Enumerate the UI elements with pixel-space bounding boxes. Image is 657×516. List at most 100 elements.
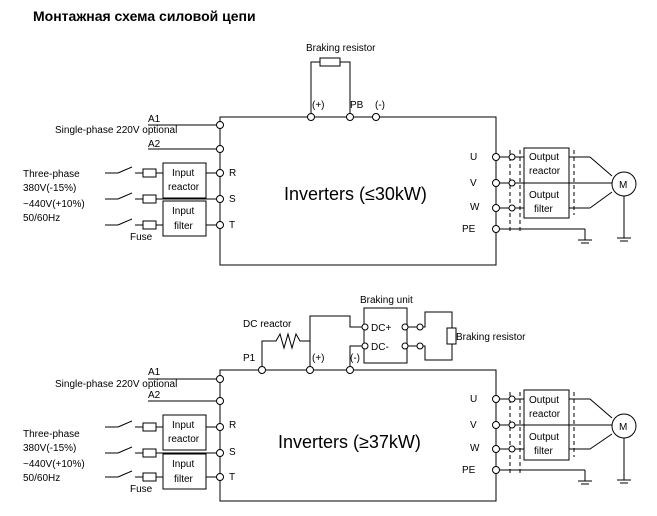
- input-reactor-box-top: [162, 162, 207, 199]
- terminal-a1-bottom: [216, 375, 224, 383]
- terminal-r-bottom: [216, 423, 224, 431]
- w-label-bottom: W: [470, 443, 480, 454]
- braking-unit-box: [363, 307, 408, 364]
- supply-line-2-bottom: 380V(-15%): [23, 443, 76, 454]
- a2-label-bottom: A2: [148, 390, 161, 401]
- dc-minus-label: DC-: [371, 342, 389, 353]
- inverter-label-bottom: Inverters (≥37kW): [278, 432, 421, 452]
- input-reactor-label-2-bottom: reactor: [168, 434, 200, 445]
- t-label-top: T: [229, 220, 235, 231]
- motor-ground-bottom: [617, 438, 631, 484]
- s-label-top: S: [229, 194, 236, 205]
- terminal-br-2: [416, 342, 424, 350]
- output-reactor-label-2-bottom: reactor: [529, 409, 561, 420]
- motor-ground-top: [617, 196, 631, 242]
- input-filter-label-1-bottom: Input: [172, 459, 194, 470]
- braking-resistor-top: [319, 57, 341, 67]
- inverter-box-top: [219, 116, 497, 266]
- terminal-t-top: [216, 221, 224, 229]
- dc-reactor: [261, 332, 311, 370]
- terminal-bu-out-2: [401, 342, 409, 350]
- braking-resistor-bottom: [446, 327, 457, 345]
- dc-reactor-label: DC reactor: [243, 319, 292, 330]
- input-filter-box-bottom: [162, 453, 207, 490]
- a1-label-bottom: A1: [148, 367, 161, 378]
- w-label-top: W: [470, 202, 480, 213]
- terminal-minus-bottom: [346, 366, 354, 374]
- minus-label-bottom: (-): [350, 353, 360, 364]
- terminal-v-bottom: [492, 421, 500, 429]
- u-label-bottom: U: [470, 394, 477, 405]
- braking-resistor-label-bottom: Braking resistor: [456, 332, 526, 343]
- terminal-a1-top: [216, 121, 224, 129]
- terminal-u-bottom: [492, 395, 500, 403]
- supply-line-4-top: 50/60Hz: [23, 213, 60, 224]
- a2-label-top: A2: [148, 139, 161, 150]
- output-filter-label-2-top: filter: [534, 204, 554, 215]
- terminal-u-top: [492, 153, 500, 161]
- terminal-br-1: [416, 323, 424, 331]
- terminal-plus-bottom: [306, 366, 314, 374]
- fuse-label-top: Fuse: [130, 232, 153, 243]
- pe-label-bottom: PE: [462, 465, 476, 476]
- output-filter-label-1-top: Output: [529, 190, 559, 201]
- supply-line-2-top: 380V(-15%): [23, 183, 76, 194]
- output-reactor-label-1-top: Output: [529, 152, 559, 163]
- output-reactor-label-2-top: reactor: [529, 166, 561, 177]
- braking-unit-label: Braking unit: [360, 295, 413, 306]
- terminal-pe-bottom: [492, 466, 500, 474]
- bottom-diagram: Inverters (≥37kW) DC reactor Braking uni…: [23, 295, 637, 502]
- diagram-title: Монтажная схема силовой цепи: [33, 8, 256, 24]
- input-filter-label-2-top: filter: [174, 221, 194, 232]
- input-reactor-label-2-top: reactor: [168, 182, 200, 193]
- v-label-bottom: V: [470, 420, 477, 431]
- braking-resistor-label-top: Braking resistor: [306, 43, 376, 54]
- plus-label-top: (+): [312, 100, 325, 111]
- r-label-bottom: R: [229, 420, 236, 431]
- terminal-plus-top: [307, 113, 315, 121]
- terminal-a2-bottom: [216, 397, 224, 405]
- output-filter-label-2-bottom: filter: [534, 446, 554, 457]
- terminal-p1: [258, 366, 266, 374]
- dc-plus-wire: [309, 315, 365, 341]
- terminal-dc-minus: [361, 342, 369, 350]
- terminal-a2-top: [216, 145, 224, 153]
- terminal-minus-top: [372, 113, 380, 121]
- terminal-pb-top: [346, 113, 354, 121]
- terminal-t-bottom: [216, 473, 224, 481]
- input-reactor-label-1-top: Input: [172, 168, 194, 179]
- supply-line-4-bottom: 50/60Hz: [23, 473, 60, 484]
- supply-line-1-bottom: Three-phase: [23, 429, 80, 440]
- inverter-label-top: Inverters (≤30kW): [284, 184, 427, 204]
- single-phase-label-bottom: Single-phase 220V optional: [55, 379, 177, 390]
- v-label-top: V: [470, 178, 477, 189]
- dc-minus-wire: [349, 345, 362, 370]
- br-wire-2: [408, 342, 453, 361]
- a1-label-top: A1: [148, 114, 161, 125]
- pe-label-top: PE: [462, 224, 476, 235]
- input-filter-box-top: [162, 200, 207, 237]
- top-diagram: Inverters (≤30kW) Braking resistor (+) P…: [23, 43, 637, 266]
- terminal-dc-plus: [361, 323, 369, 331]
- dc-plus-label: DC+: [371, 323, 391, 334]
- motor-label-bottom: M: [619, 422, 627, 433]
- supply-line-3-bottom: ~440V(+10%): [23, 459, 85, 470]
- u-label-top: U: [470, 152, 477, 163]
- terminal-bu-out-1: [401, 323, 409, 331]
- plus-label-bottom: (+): [312, 353, 325, 364]
- terminal-r-top: [216, 169, 224, 177]
- supply-line-1-top: Three-phase: [23, 169, 80, 180]
- br-wire-1: [408, 311, 453, 330]
- input-filter-label-2-bottom: filter: [174, 474, 194, 485]
- t-label-bottom: T: [229, 472, 235, 483]
- supply-line-3-top: ~440V(+10%): [23, 199, 85, 210]
- output-reactor-label-1-bottom: Output: [529, 395, 559, 406]
- input-filter-label-1-top: Input: [172, 206, 194, 217]
- s-label-bottom: S: [229, 447, 236, 458]
- terminal-v-top: [492, 179, 500, 187]
- input-reactor-label-1-bottom: Input: [172, 420, 194, 431]
- terminal-s-bottom: [216, 449, 224, 457]
- motor-label-top: M: [619, 180, 627, 191]
- pb-label-top: PB: [350, 100, 364, 111]
- output-filter-label-1-bottom: Output: [529, 432, 559, 443]
